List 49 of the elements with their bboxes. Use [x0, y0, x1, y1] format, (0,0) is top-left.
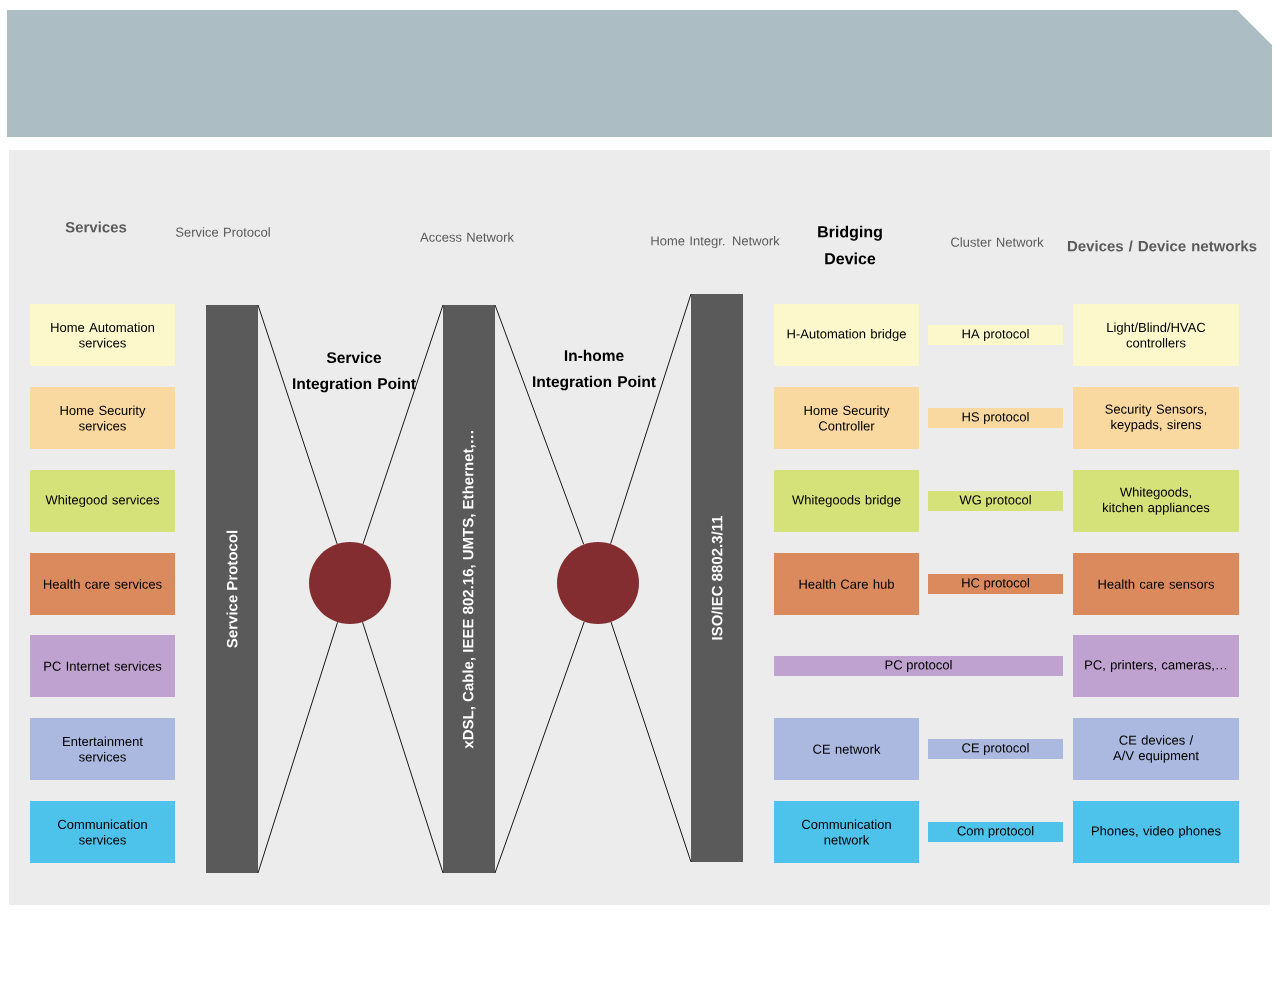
protocol-band: WG protocol — [928, 491, 1063, 511]
column-heading: Devices / Device networks — [1067, 240, 1257, 252]
connector-line — [494, 621, 585, 874]
bridge-box: CE network — [774, 718, 919, 780]
integration-point-label: In-home Integration Point — [533, 349, 656, 391]
protocol-band: PC protocol — [774, 656, 1063, 676]
protocol-band: HC protocol — [928, 574, 1063, 594]
bridge-box: Whitegoods bridge — [774, 470, 919, 532]
column-heading: Service Protocol — [175, 227, 270, 237]
protocol-band: Com protocol — [928, 822, 1063, 842]
connector-line — [610, 621, 692, 863]
bridge-box: H-Automation bridge — [774, 304, 919, 366]
connector-line — [362, 621, 444, 874]
device-box: CE devices / A/V equipment — [1073, 718, 1239, 780]
bridge-box: Communication network — [774, 801, 919, 863]
device-box: Security Sensors, keypads, sirens — [1073, 387, 1239, 449]
device-box: Phones, video phones — [1073, 801, 1239, 863]
protocol-bar: xDSL, Cable, IEEE 802.16, UMTS, Ethernet,… — [443, 305, 495, 873]
device-box: PC, printers, cameras,… — [1073, 635, 1239, 697]
protocol-band: HA protocol — [928, 325, 1063, 345]
service-box: Home Automation services — [30, 304, 175, 366]
bridge-box: Home Security Controller — [774, 387, 919, 449]
integration-circle — [309, 542, 391, 624]
service-box: Home Security services — [30, 387, 175, 449]
service-box: Entertainment services — [30, 718, 175, 780]
column-heading: Services — [65, 221, 127, 233]
protocol-band: CE protocol — [928, 739, 1063, 759]
connector-line — [362, 304, 444, 545]
connector-line — [494, 304, 585, 545]
service-box: PC Internet services — [30, 635, 175, 697]
column-heading: Home Integr. Network — [651, 235, 780, 249]
connector-line — [257, 621, 338, 874]
device-box: Whitegoods, kitchen appliances — [1073, 470, 1239, 532]
column-heading: Access Network — [420, 232, 514, 242]
service-box: Communication services — [30, 801, 175, 863]
bridge-box: Health Care hub — [774, 553, 919, 615]
service-box: Health care services — [30, 553, 175, 615]
integration-point-label: Service Integration Point — [293, 351, 416, 393]
protocol-bar: Service Protocol — [206, 305, 258, 873]
connector-line — [257, 304, 338, 545]
column-heading: Cluster Network — [951, 237, 1044, 247]
column-heading: Bridging Device — [818, 225, 882, 265]
device-box: Light/Blind/HVAC controllers — [1073, 304, 1239, 366]
device-box: Health care sensors — [1073, 553, 1239, 615]
connector-line — [610, 293, 692, 545]
protocol-bar: ISO/IEC 8802.3/11 — [691, 294, 743, 862]
protocol-band: HS protocol — [928, 408, 1063, 428]
integration-circle — [557, 542, 639, 624]
service-box: Whitegood services — [30, 470, 175, 532]
